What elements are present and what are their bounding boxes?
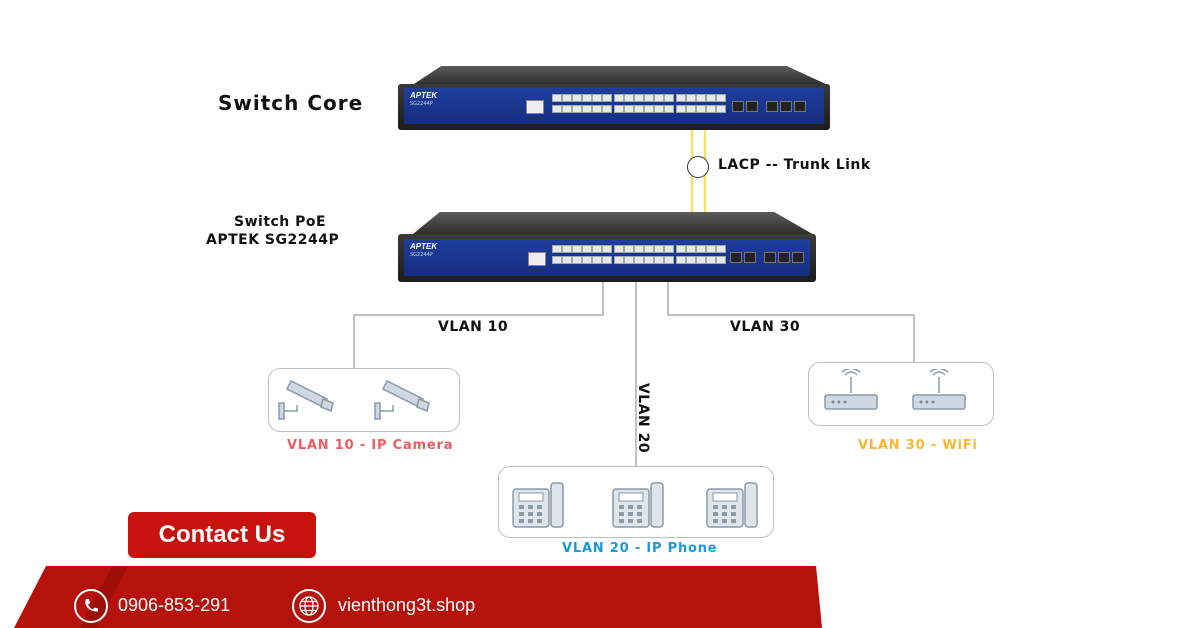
trunk-link-label: LACP -- Trunk Link: [718, 157, 871, 173]
vlan10-line: [353, 282, 604, 368]
contact-us-button[interactable]: Contact Us: [128, 512, 316, 558]
vlan20-line-label: VLAN 20: [635, 382, 652, 454]
ip-phone-icon: [612, 482, 664, 528]
poe-brand-logo: APTEK: [410, 242, 438, 251]
vlan10-caption: VLAN 10 - IP Camera: [287, 438, 454, 453]
ip-camera-icon: [374, 379, 430, 420]
core-brand-logo: APTEK: [410, 91, 438, 100]
phone-icon: [74, 589, 108, 623]
vlan30-line-label: VLAN 30: [730, 319, 801, 335]
poe-switch: APTEK SG2244P: [398, 212, 816, 282]
vlan30-line: [667, 282, 915, 362]
ip-camera-group: [268, 368, 460, 432]
trunk-ring-icon: [687, 156, 709, 178]
wifi-group: [808, 362, 994, 426]
ip-phone-icon: [706, 482, 758, 528]
globe-icon: [292, 589, 326, 623]
poe-switch-label-line2: APTEK SG2244P: [206, 232, 340, 248]
core-switch-label: Switch Core: [218, 91, 364, 115]
vlan10-line-label: VLAN 10: [438, 319, 509, 335]
poe-switch-label-line1: Switch PoE: [234, 214, 327, 230]
wifi-router-icon: [824, 369, 878, 410]
ip-phone-icon: [512, 482, 564, 528]
footer-website[interactable]: vienthong3t.shop: [338, 595, 476, 615]
vlan20-caption: VLAN 20 - IP Phone: [562, 541, 718, 556]
footer-phone[interactable]: 0906-853-291: [118, 595, 231, 615]
ip-camera-icon: [278, 379, 334, 420]
wifi-router-icon: [912, 369, 966, 410]
poe-model-text: SG2244P: [410, 252, 433, 258]
core-switch: APTEK SG2244P: [398, 66, 830, 130]
poe-port-block: [552, 245, 726, 269]
vlan30-caption: VLAN 30 - WiFi: [858, 438, 978, 453]
core-model-text: SG2244P: [410, 101, 433, 107]
ip-phone-group: [498, 466, 774, 538]
core-port-block: [552, 94, 726, 118]
